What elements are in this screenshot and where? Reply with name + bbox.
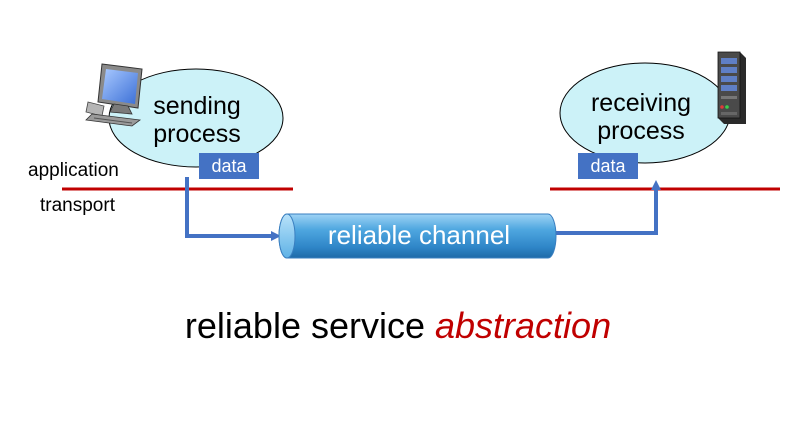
receiving-process-line2: process [597, 117, 685, 145]
reliable-channel-pipe [278, 213, 557, 259]
sending-process-label: sending process [132, 92, 262, 148]
desktop-computer-icon [85, 63, 143, 127]
receiver-data-box: data [578, 153, 638, 179]
receiving-process-label: receiving process [576, 89, 706, 145]
sender-data-box: data [199, 153, 259, 179]
sending-process-line1: sending [153, 92, 241, 120]
diagram-caption: reliable service abstraction [0, 304, 796, 348]
caption-main: reliable service [184, 305, 435, 346]
server-tower-icon [717, 51, 746, 124]
send-arrow [185, 177, 281, 241]
reliable-channel-label: reliable channel [327, 220, 511, 250]
transport-layer-label: transport [40, 195, 115, 216]
application-layer-label: application [28, 160, 119, 181]
sending-process-line2: process [153, 120, 241, 148]
caption-emphasis: abstraction [435, 305, 612, 346]
receiving-process-line1: receiving [590, 89, 692, 117]
receive-arrow [552, 180, 661, 235]
